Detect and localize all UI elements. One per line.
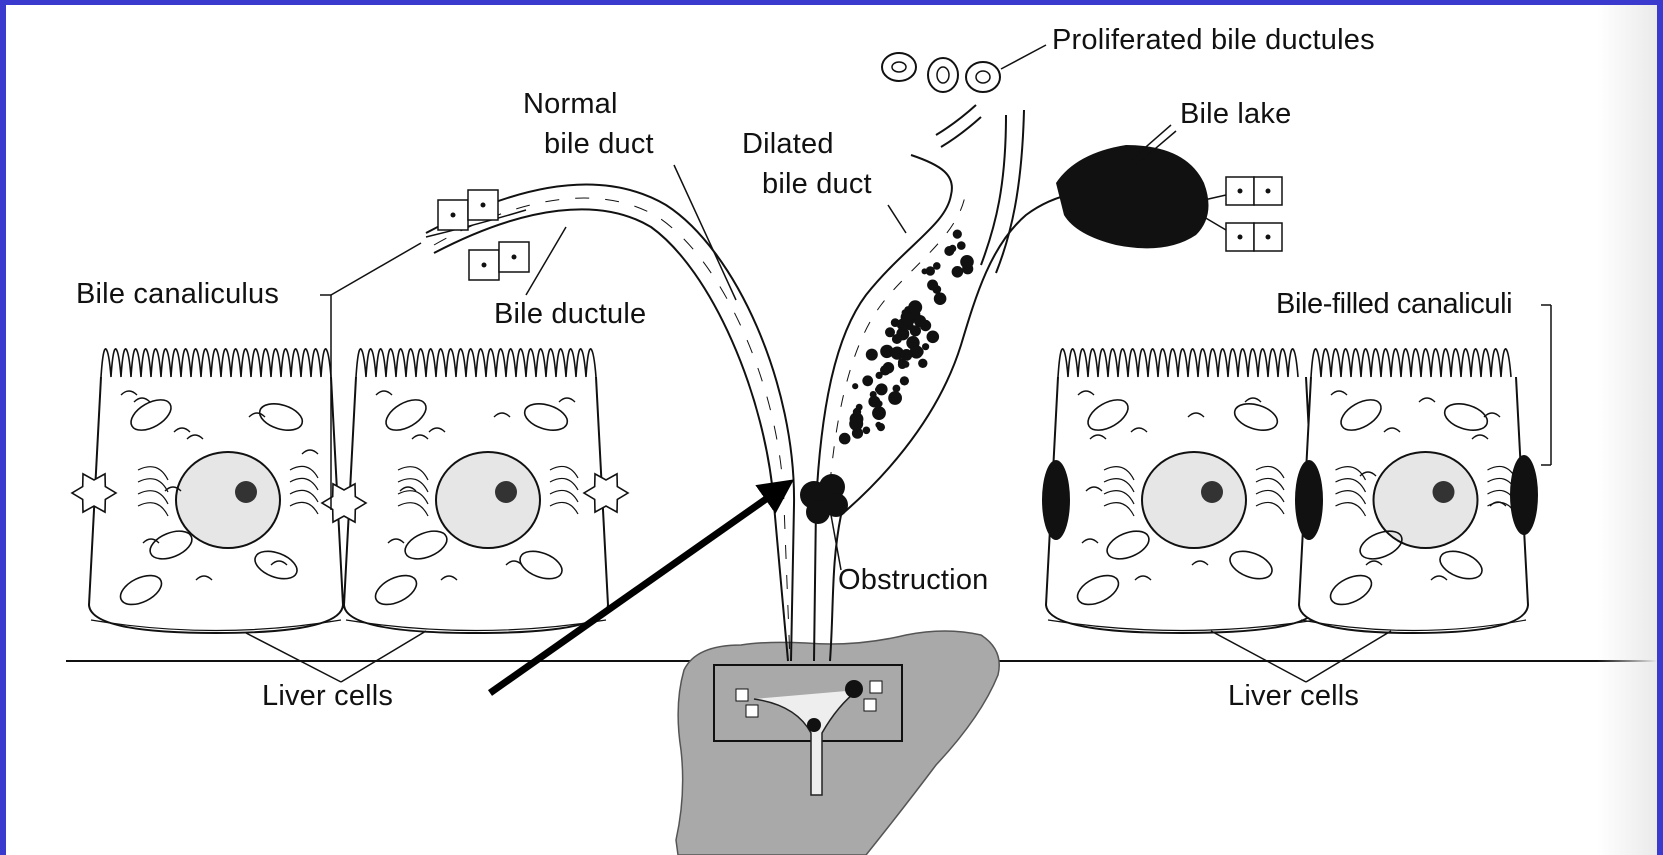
nucleolus bbox=[235, 481, 257, 503]
label-bile-filled-canaliculi: Bile-filled canaliculi bbox=[1276, 289, 1512, 321]
microvilli bbox=[356, 349, 596, 377]
label-bile-lake: Bile lake bbox=[1180, 99, 1291, 131]
liver-cells-right bbox=[1042, 349, 1538, 633]
nucleolus bbox=[1433, 481, 1455, 503]
label-liver-cells-left: Liver cells bbox=[262, 681, 393, 713]
right-edge-shading bbox=[1597, 5, 1657, 855]
microvilli bbox=[101, 349, 331, 377]
diagram-frame: Normal bile duct Dilated bile duct Proli… bbox=[6, 5, 1657, 855]
microvilli bbox=[1058, 349, 1298, 377]
liver-cells-left bbox=[72, 349, 628, 633]
bile-filled-canaliculus bbox=[1510, 455, 1538, 535]
label-normal-bile-duct-line2: bile duct bbox=[544, 129, 654, 161]
bile-filled-canaliculus bbox=[1042, 460, 1070, 540]
label-bile-canaliculus: Bile canaliculus bbox=[76, 279, 279, 311]
nucleus bbox=[1374, 452, 1478, 548]
label-obstruction: Obstruction bbox=[838, 565, 989, 597]
label-dilated-bile-duct-line1: Dilated bbox=[742, 129, 834, 161]
microvilli bbox=[1311, 349, 1511, 377]
nucleus bbox=[1142, 452, 1246, 548]
nucleus bbox=[176, 452, 280, 548]
nucleolus bbox=[1201, 481, 1223, 503]
proliferated-ductules bbox=[882, 53, 1000, 92]
bile-lake bbox=[1056, 145, 1282, 251]
bile-filled-canaliculus bbox=[1295, 460, 1323, 540]
label-proliferated-bile-ductules: Proliferated bile ductules bbox=[1052, 25, 1375, 57]
bile-dots bbox=[839, 230, 974, 445]
nucleolus bbox=[495, 481, 517, 503]
label-liver-cells-right: Liver cells bbox=[1228, 681, 1359, 713]
bile-ductule-cells bbox=[438, 190, 529, 280]
label-bile-ductule: Bile ductule bbox=[494, 299, 646, 331]
label-dilated-bile-duct-line2: bile duct bbox=[762, 169, 872, 201]
nucleus bbox=[436, 452, 540, 548]
label-normal-bile-duct-line1: Normal bbox=[523, 89, 618, 121]
